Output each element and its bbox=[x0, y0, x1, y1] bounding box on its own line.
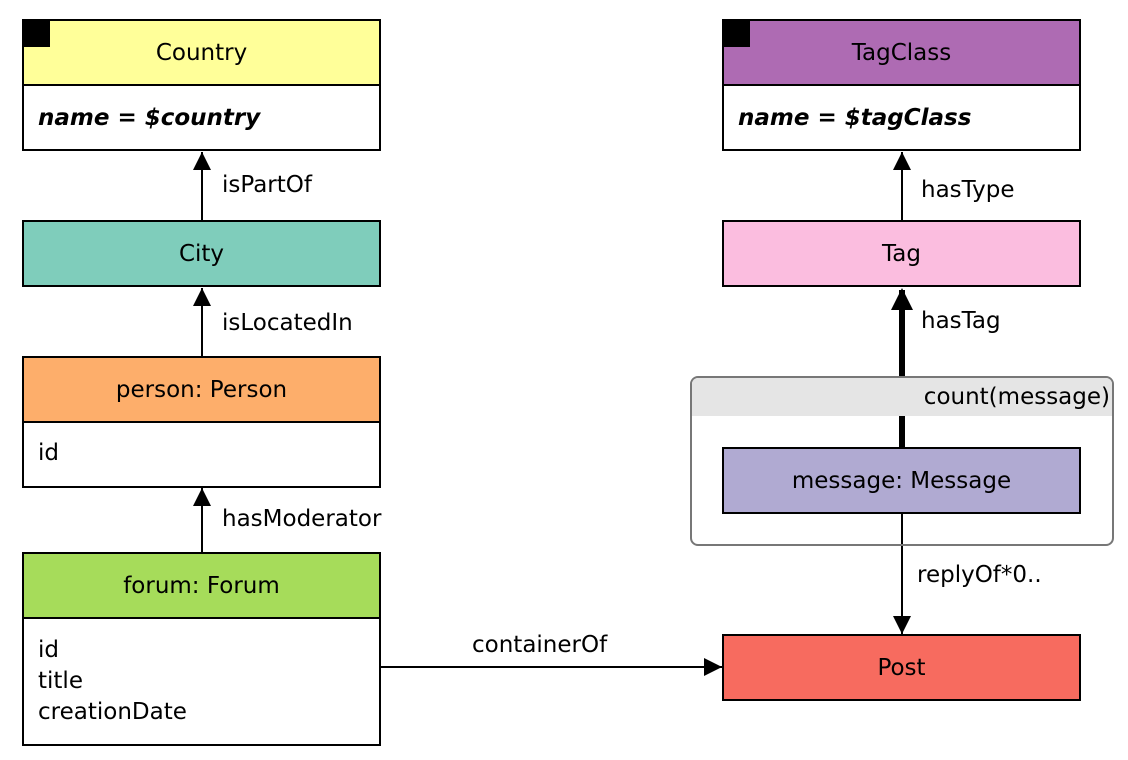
node-forum-prop: title bbox=[38, 668, 83, 694]
node-city: City bbox=[22, 220, 381, 287]
edge-label-containerof: containerOf bbox=[472, 632, 608, 658]
node-forum-title: forum: Forum bbox=[123, 572, 280, 599]
node-tag: Tag bbox=[722, 220, 1081, 287]
square-marker-icon bbox=[724, 21, 750, 47]
node-forum-prop: creationDate bbox=[38, 699, 187, 725]
edge-label-islocatedin: isLocatedIn bbox=[222, 310, 353, 336]
node-city-title: City bbox=[178, 240, 225, 267]
node-forum-header: forum: Forum bbox=[22, 552, 381, 619]
node-person-prop: id bbox=[38, 440, 59, 466]
node-message: message: Message bbox=[722, 447, 1081, 514]
node-tagclass-body: name = $tagClass bbox=[722, 86, 1081, 151]
node-country-body: name = $country bbox=[22, 86, 381, 151]
square-marker-icon bbox=[24, 21, 50, 47]
node-person-header: person: Person bbox=[22, 356, 381, 423]
node-message-title: message: Message bbox=[791, 467, 1012, 494]
node-country-header: Country bbox=[22, 19, 381, 86]
node-forum-body: id title creationDate bbox=[22, 619, 381, 746]
edge-label-ispartof: isPartOf bbox=[222, 172, 312, 198]
node-person-body: id bbox=[22, 423, 381, 488]
edge-label-replyof: replyOf*0.. bbox=[917, 562, 1042, 588]
node-tagclass-header: TagClass bbox=[722, 19, 1081, 86]
node-country-title: Country bbox=[155, 39, 248, 66]
edge-label-hasmoderator: hasModerator bbox=[222, 506, 382, 532]
node-post: Post bbox=[722, 634, 1081, 701]
node-tag-title: Tag bbox=[882, 240, 921, 267]
group-label: count(message) bbox=[692, 378, 1112, 416]
node-tagclass-title: TagClass bbox=[851, 39, 952, 66]
edge-label-hastag: hasTag bbox=[921, 308, 1001, 334]
node-forum-prop: id bbox=[38, 637, 59, 663]
node-country-condition: name = $country bbox=[38, 104, 261, 131]
node-post-title: Post bbox=[877, 654, 926, 681]
node-tagclass-condition: name = $tagClass bbox=[738, 104, 972, 131]
aggregation-group: count(message) bbox=[690, 376, 1114, 546]
edge-label-hastype: hasType bbox=[921, 177, 1015, 203]
node-person-title: person: Person bbox=[115, 376, 288, 403]
